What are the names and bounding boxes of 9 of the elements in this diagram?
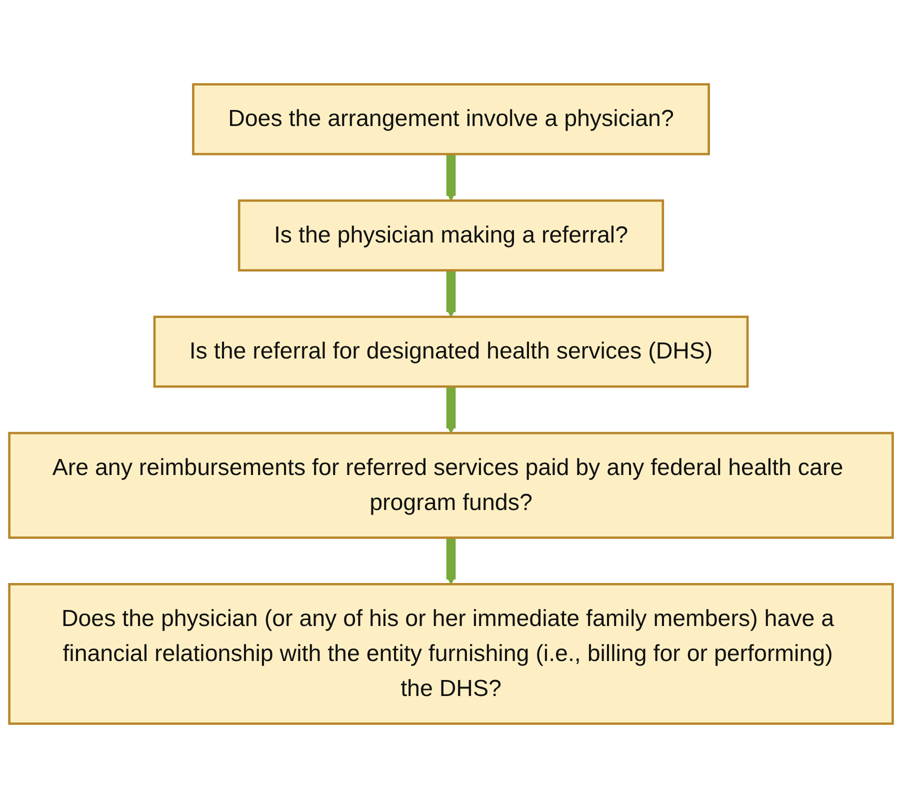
node-box: Is the physician making a referral? [238,199,664,272]
arrow [446,270,456,318]
node-box: Does the arrangement involve a physician? [192,83,710,156]
node-box: Is the referral for designated health services (DHS) [153,316,749,388]
node-box: Are any reimbursements for referred services paid by any federal health care program funds? [8,432,894,539]
node-box: Does the physician (or any of his or her immediate family members) have a financial relationship with the entity furnishing (i.e., billing for or performing) the DHS? [8,583,894,725]
arrow [446,153,456,202]
arrow [446,386,456,434]
arrow [446,536,456,585]
